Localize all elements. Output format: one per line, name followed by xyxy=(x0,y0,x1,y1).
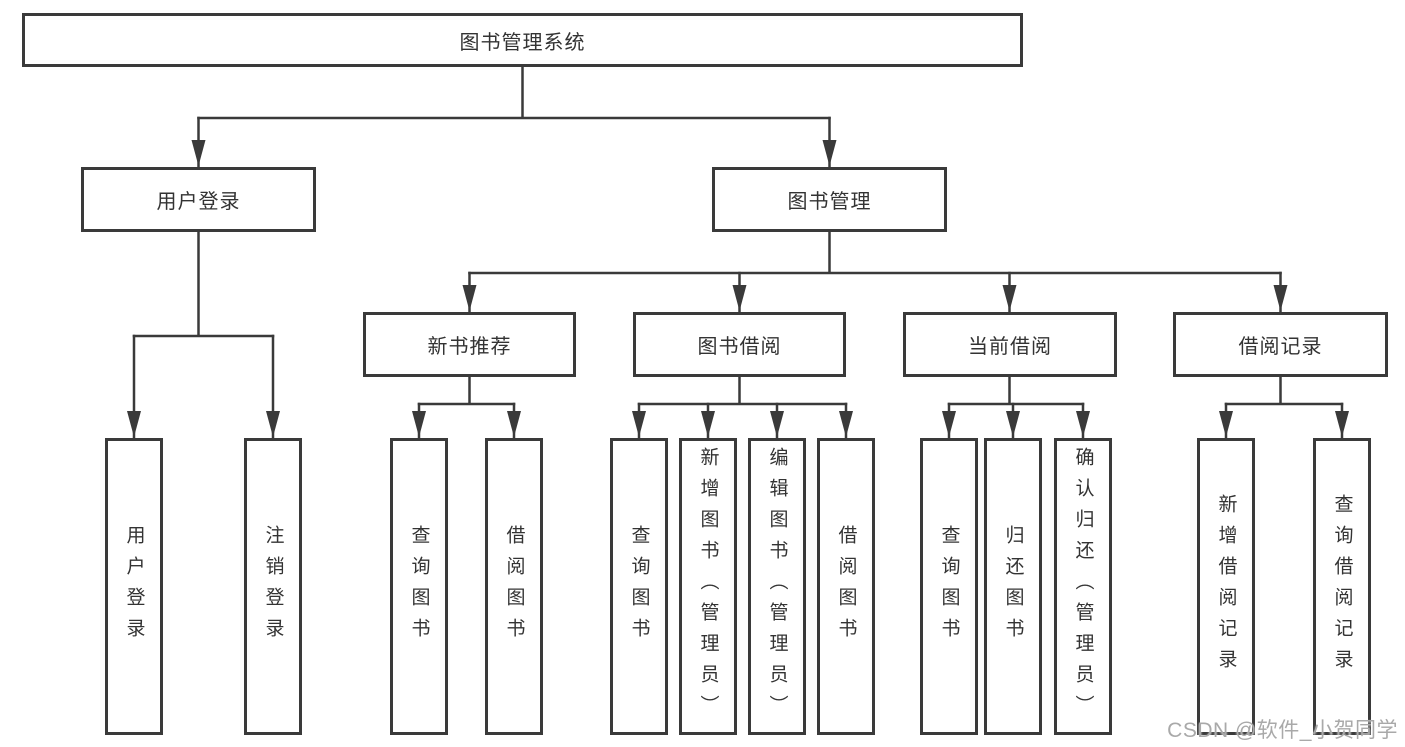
node-root-system: 图书管理系统 xyxy=(22,13,1023,67)
leaf-label: 查询图书 xyxy=(408,524,430,649)
leaf-label: 注销登录 xyxy=(262,524,284,649)
leaf-user-login: 用户登录 xyxy=(105,438,163,735)
node-user-login: 用户登录 xyxy=(81,167,316,232)
leaf-label: 查询图书 xyxy=(938,524,960,649)
leaf-label: 编辑图书（管理员） xyxy=(766,447,788,726)
leaf-cb-return-books: 归还图书 xyxy=(984,438,1042,735)
connector-new-book-recommend-branch xyxy=(412,375,521,439)
watermark: CSDN @软件_小贺同学 xyxy=(1167,719,1398,742)
connector-current-borrowing-branch xyxy=(942,375,1090,439)
leaf-label: 新增图书（管理员） xyxy=(697,447,719,726)
connector-user-login-branch xyxy=(127,230,280,439)
leaf-label: 新增借阅记录 xyxy=(1215,493,1237,680)
leaf-label: 查询图书 xyxy=(628,524,650,649)
leaf-bb-query-books: 查询图书 xyxy=(610,438,668,735)
leaf-nbr-query-books: 查询图书 xyxy=(390,438,448,735)
leaf-nbr-borrow-books: 借阅图书 xyxy=(485,438,543,735)
node-new-book-recommend: 新书推荐 xyxy=(363,312,576,377)
leaf-label: 查询借阅记录 xyxy=(1331,493,1353,680)
connector-root-to-level2 xyxy=(191,65,837,168)
leaf-label: 借阅图书 xyxy=(503,524,525,649)
connector-book-borrowing-branch xyxy=(632,375,853,439)
node-current-borrowing: 当前借阅 xyxy=(903,312,1117,377)
node-book-borrowing: 图书借阅 xyxy=(633,312,846,377)
node-book-management: 图书管理 xyxy=(712,167,947,232)
leaf-br-query-record: 查询借阅记录 xyxy=(1313,438,1371,735)
leaf-bb-edit-books-admin: 编辑图书（管理员） xyxy=(748,438,806,735)
leaf-bb-add-books-admin: 新增图书（管理员） xyxy=(679,438,737,735)
connector-book-management-branch xyxy=(462,230,1288,313)
node-borrowing-records: 借阅记录 xyxy=(1173,312,1388,377)
connector-borrowing-records-branch xyxy=(1219,375,1349,439)
leaf-label: 归还图书 xyxy=(1002,524,1024,649)
leaf-label: 用户登录 xyxy=(123,524,145,649)
leaf-cb-query-books: 查询图书 xyxy=(920,438,978,735)
leaf-logout: 注销登录 xyxy=(244,438,302,735)
leaf-label: 确认归还（管理员） xyxy=(1072,447,1094,726)
leaf-bb-borrow-books: 借阅图书 xyxy=(817,438,875,735)
leaf-label: 借阅图书 xyxy=(835,524,857,649)
leaf-cb-confirm-return-admin: 确认归还（管理员） xyxy=(1054,438,1112,735)
leaf-br-add-record: 新增借阅记录 xyxy=(1197,438,1255,735)
